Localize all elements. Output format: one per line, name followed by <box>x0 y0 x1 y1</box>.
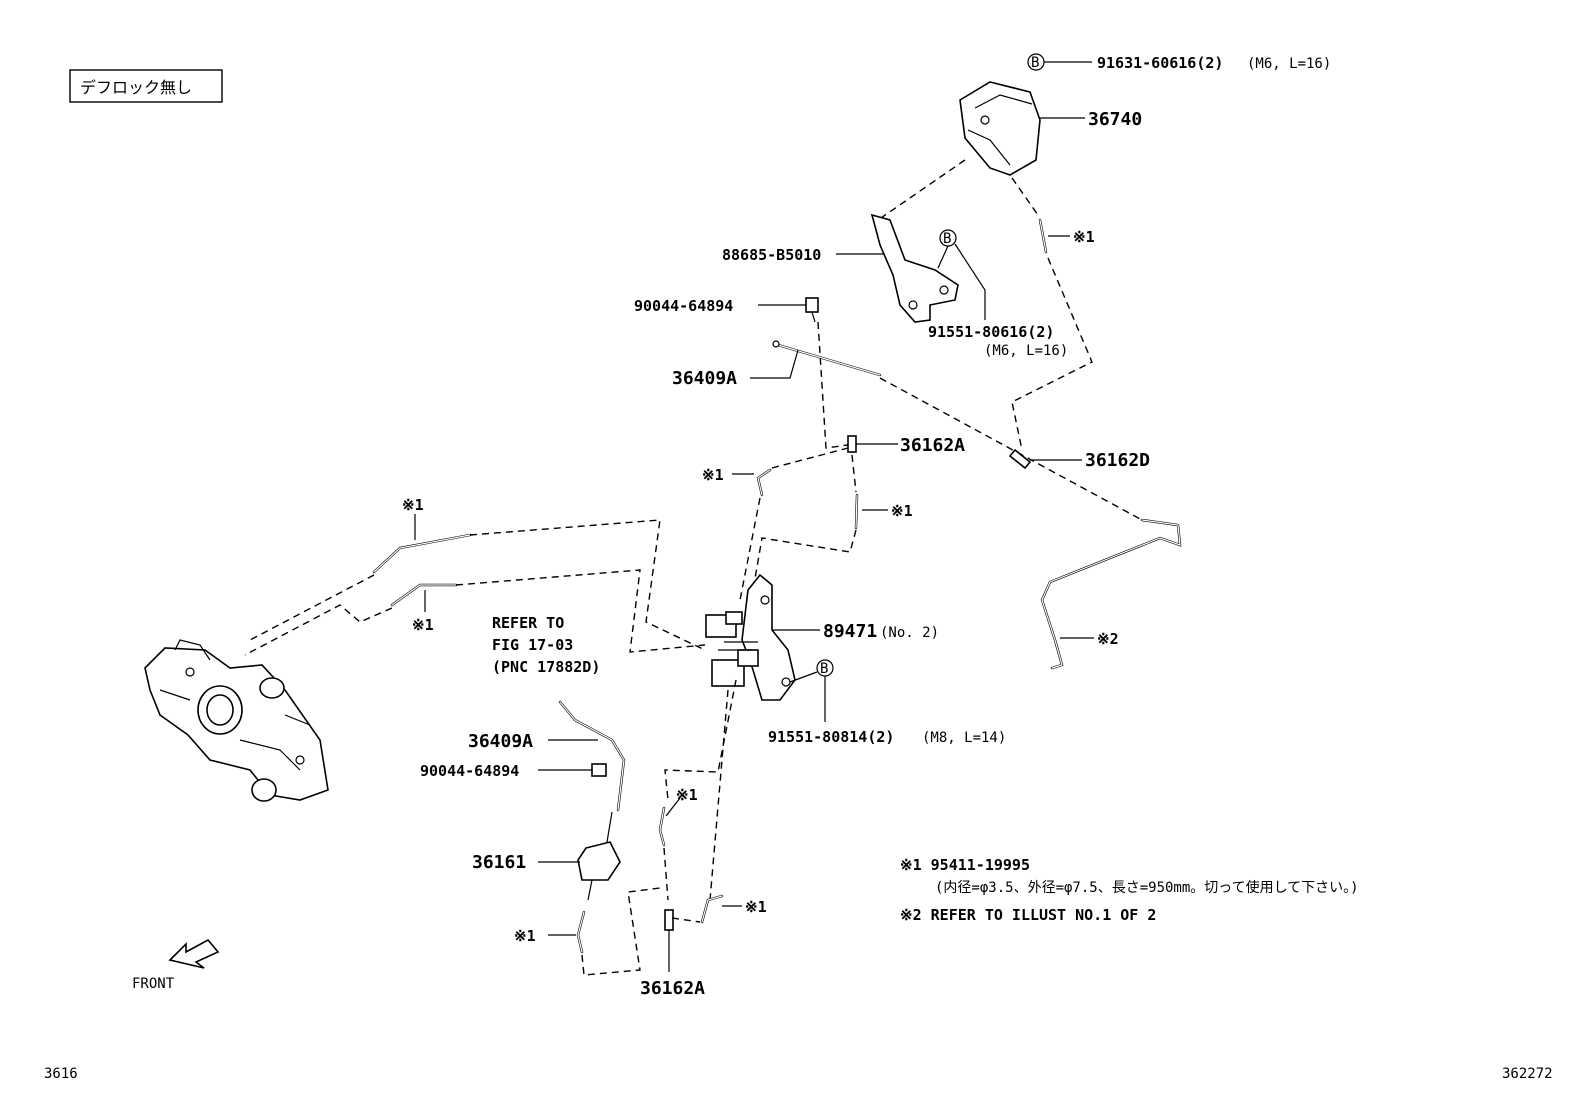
label-36162D: 36162D <box>1085 450 1150 471</box>
hose-mark1-left-lower <box>390 583 458 607</box>
label-36409A-bottom: 36409A <box>468 731 533 752</box>
bolt-marker-top: B <box>1027 53 1092 71</box>
ref-mark1-c: ※1 <box>891 502 913 520</box>
filter-36161 <box>577 811 621 901</box>
condition-label: デフロック無し <box>80 78 192 97</box>
ref-mark1-d: ※1 <box>402 496 424 514</box>
ref-mark1-g: ※1 <box>676 786 698 804</box>
ref-mark1-h: ※1 <box>745 898 767 916</box>
bolt-marker-bottom: B <box>789 659 834 722</box>
connector-36162D <box>1008 448 1032 470</box>
ref-mark1-f: ※1 <box>514 927 536 945</box>
svg-text:(PNC 17882D): (PNC 17882D) <box>492 658 600 676</box>
hose-mark1-bottom-right <box>700 894 724 924</box>
label-88685: 88685-B5010 <box>722 246 821 264</box>
tube-36409A-top <box>772 340 882 377</box>
svg-text:B: B <box>820 661 828 677</box>
front-arrow: FRONT <box>132 938 220 992</box>
hose-mark1-bottom-mid <box>658 806 666 847</box>
note1-label: ※1 95411-19995 <box>900 856 1030 874</box>
clip-90044-bottom <box>591 763 607 777</box>
tube-36409A-bottom <box>558 700 626 812</box>
connector-36162A-bottom <box>664 909 674 931</box>
label-36740: 36740 <box>1088 109 1142 130</box>
note2: ※2 REFER TO ILLUST NO.1 OF 2 <box>900 906 1156 924</box>
hose-mark1-bottom-left <box>576 910 586 954</box>
footnotes: ※1 95411-19995 (内径=φ3.5、外径=φ7.5、長さ=950mm… <box>900 856 1359 924</box>
svg-text:B: B <box>1031 55 1039 71</box>
hose-mark1-mid <box>854 493 859 530</box>
label-36162A-top: 36162A <box>900 435 965 456</box>
bolt-marker-mid: B <box>937 229 986 320</box>
ref-mark1-a: ※1 <box>1073 228 1095 246</box>
footer-left-code: 3616 <box>44 1066 78 1082</box>
hose-mark1-left-upper <box>372 533 472 574</box>
footer-right-code: 362272 <box>1502 1066 1553 1082</box>
label-91551-top: 91551-80616(2) <box>928 323 1054 341</box>
hose-mark1-elbow-top <box>756 468 772 497</box>
bracket-88685 <box>870 213 959 323</box>
svg-text:FIG 17-03: FIG 17-03 <box>492 636 573 654</box>
label-90044-top: 90044-64894 <box>634 297 733 315</box>
hose-mark1-top-right <box>1038 218 1048 254</box>
canister-36740 <box>959 81 1041 176</box>
ref-mark1-b: ※1 <box>702 466 724 484</box>
label-91631: 91631-60616(2) <box>1097 54 1223 72</box>
connector-36162A-top <box>847 435 857 453</box>
clip-90044-top <box>805 297 819 323</box>
label-91551-top-spec: (M6, L=16) <box>984 343 1068 359</box>
label-36162A-bottom: 36162A <box>640 978 705 999</box>
vsv-89471 <box>705 573 796 701</box>
front-label: FRONT <box>132 976 175 992</box>
pipe-mark2 <box>1040 518 1182 670</box>
label-89471: 89471 <box>823 621 877 642</box>
condition-box: デフロック無し <box>69 69 223 103</box>
label-89471-spec: (No. 2) <box>880 625 939 641</box>
label-36161: 36161 <box>472 852 526 873</box>
label-36409A-top: 36409A <box>672 368 737 389</box>
ref-mark1-e: ※1 <box>412 616 434 634</box>
note1-detail: (内径=φ3.5、外径=φ7.5、長さ=950mm。切って使用して下さい。) <box>935 879 1359 896</box>
label-91551-bottom-spec: (M8, L=14) <box>922 730 1006 746</box>
svg-text:B: B <box>943 231 951 247</box>
label-91551-bottom: 91551-80814(2) <box>768 728 894 746</box>
refer-note: REFER TO FIG 17-03 (PNC 17882D) <box>492 614 600 676</box>
label-90044-bottom: 90044-64894 <box>420 762 519 780</box>
transfer-case <box>144 639 329 802</box>
ref-mark2: ※2 <box>1097 630 1119 648</box>
label-91631-spec: (M6, L=16) <box>1247 56 1331 72</box>
svg-text:REFER TO: REFER TO <box>492 614 564 632</box>
